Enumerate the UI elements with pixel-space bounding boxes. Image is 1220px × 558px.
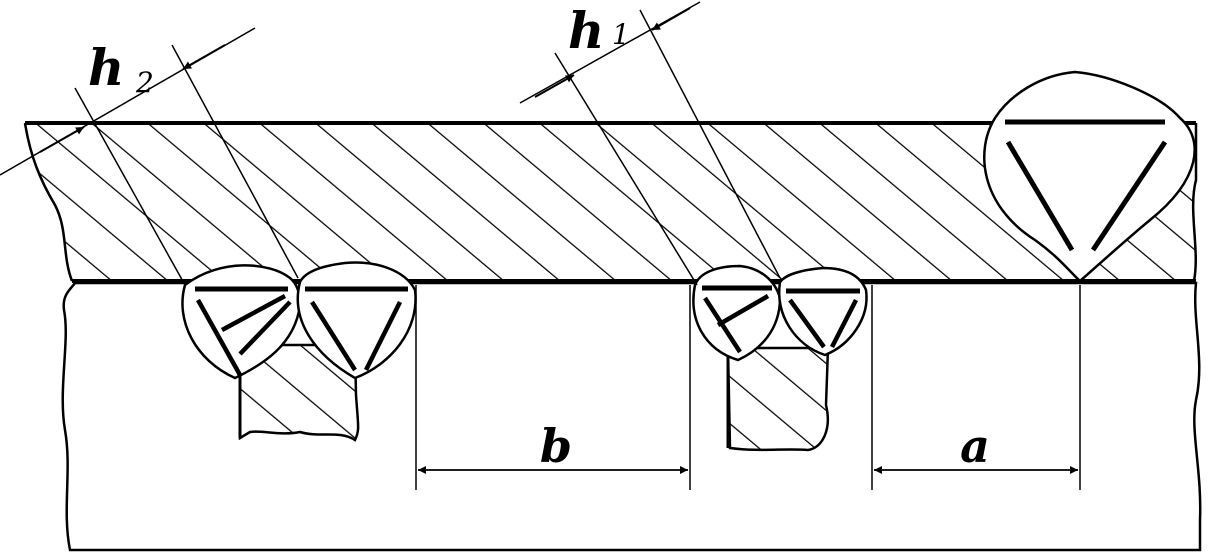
fillet-weld-left-b <box>296 261 417 380</box>
fillet-weld-right-a <box>692 264 782 362</box>
dimension-b-label: b <box>540 419 572 473</box>
fillet-weld-left-a <box>181 264 302 380</box>
plug-weld-right <box>983 70 1196 283</box>
dimension-h1: h 1 <box>519 1 781 286</box>
dimension-a-label: a <box>960 419 990 473</box>
dimension-h1-subscript: 1 <box>612 18 630 51</box>
stiffener-left <box>238 343 360 442</box>
dimension-h2-label: h <box>88 38 124 97</box>
dimension-h2: h 2 <box>0 27 299 286</box>
cover-plate <box>25 123 1196 281</box>
dimension-h1-label: h <box>568 1 604 60</box>
stiffener-right <box>726 346 830 452</box>
dimension-h2-subscript: 2 <box>135 66 154 99</box>
fillet-weld-right-b <box>777 266 868 357</box>
